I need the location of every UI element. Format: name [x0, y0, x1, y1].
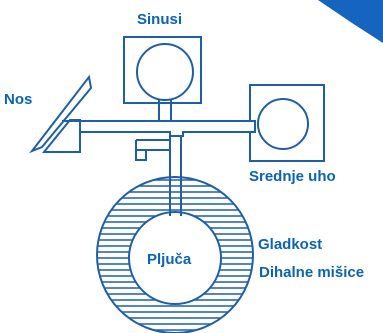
middle-ear-label: Srednje uho	[249, 168, 336, 185]
middle-ear-bulb	[258, 99, 308, 149]
nose-inner-channel	[44, 120, 80, 152]
smooth-muscles-label-line2: Dihalne mišice	[259, 264, 364, 281]
smooth-muscles-label-line1: Gladkost	[258, 236, 322, 253]
nose-shape	[32, 77, 91, 151]
lungs-label: Pljuča	[147, 251, 192, 268]
sinuses-label: Sinusi	[137, 11, 182, 28]
nose-label: Nos	[4, 91, 32, 108]
corner-accent	[318, 0, 383, 43]
sinus-bulb	[137, 44, 193, 100]
